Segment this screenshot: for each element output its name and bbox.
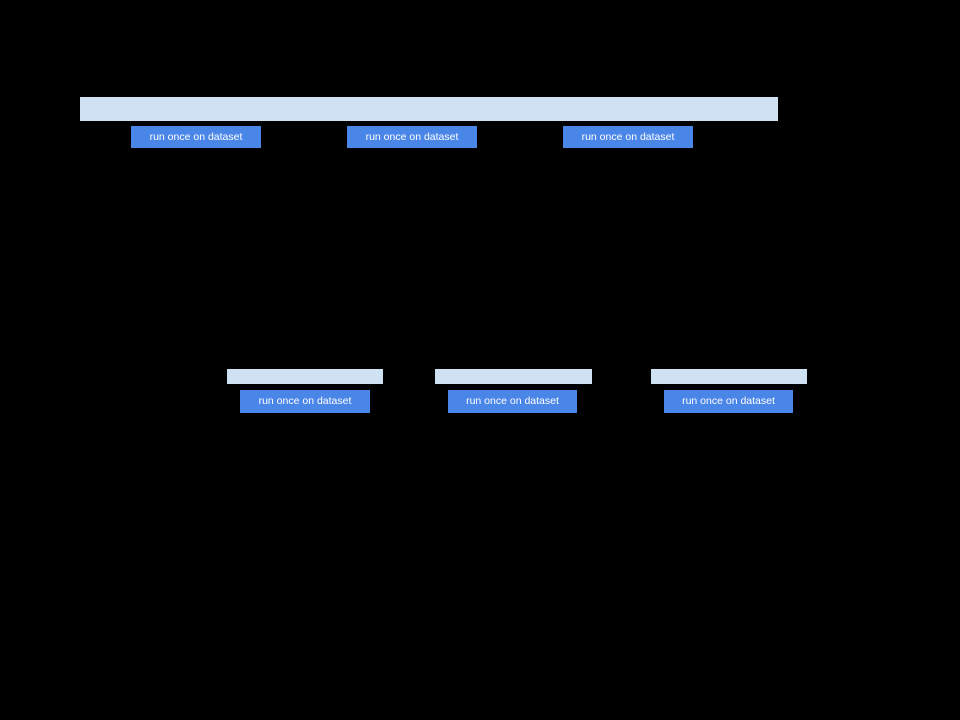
run-once-on-dataset-button[interactable]: run once on dataset (347, 126, 477, 148)
run-once-on-dataset-button[interactable]: run once on dataset (131, 126, 261, 148)
run-once-on-dataset-button[interactable]: run once on dataset (664, 390, 793, 413)
run-once-on-dataset-button[interactable]: run once on dataset (240, 390, 370, 413)
bottom-highlight-bar (227, 369, 383, 384)
run-once-on-dataset-button[interactable]: run once on dataset (448, 390, 577, 413)
bottom-highlight-bar (651, 369, 807, 384)
top-highlight-bar (80, 97, 778, 121)
run-once-on-dataset-button[interactable]: run once on dataset (563, 126, 693, 148)
bottom-highlight-bar (435, 369, 592, 384)
